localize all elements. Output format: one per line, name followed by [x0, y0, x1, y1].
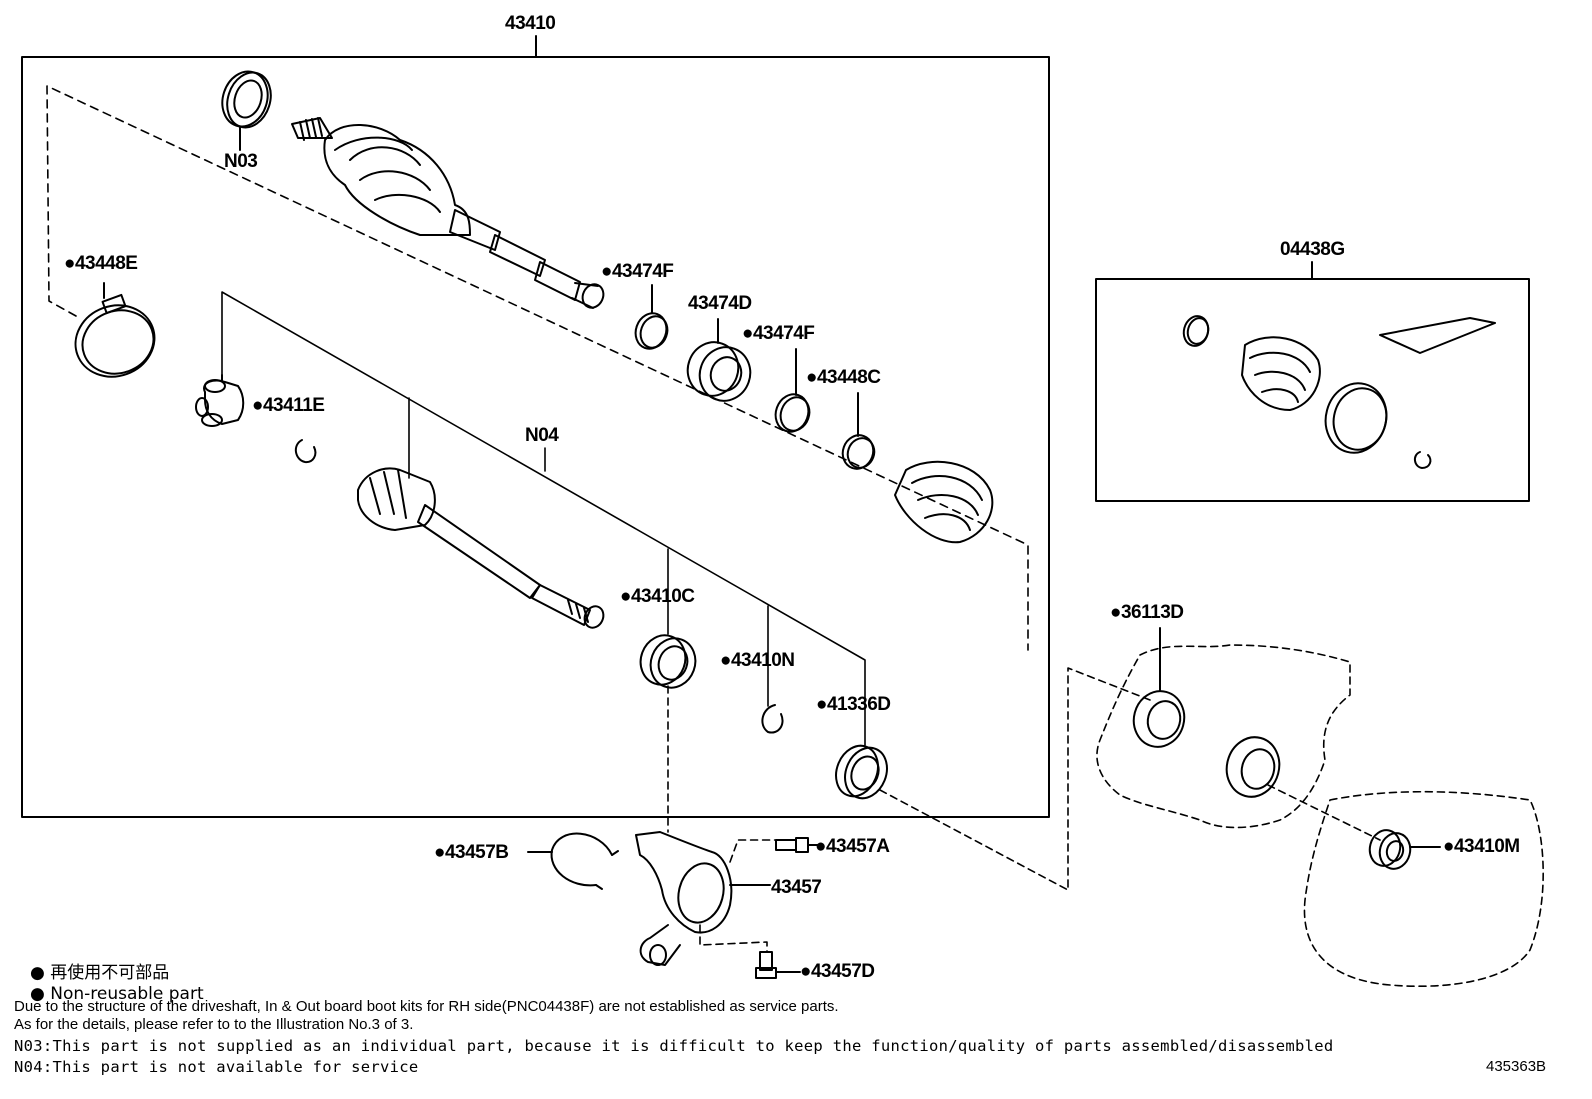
label-43410M: ●43410M: [1443, 836, 1520, 857]
label-43457: 43457: [771, 877, 822, 898]
seal-n03-shape: [221, 70, 272, 151]
inner-shaft-shape: [357, 467, 605, 629]
ring-43474F-a-shape: [634, 284, 669, 350]
connection-dashes: [667, 667, 1381, 953]
clip-43457B-shape: [527, 832, 619, 890]
bearing-43410M-shape: [1368, 829, 1441, 870]
label-43448E: ●43448E: [64, 253, 138, 274]
housing-bore-shape: [1132, 627, 1281, 798]
damper-43474D-shape: [686, 318, 752, 402]
transaxle-housing-shape: [1096, 644, 1544, 988]
label-43411E: ●43411E: [252, 395, 325, 416]
tripod-43411E-shape: [195, 374, 245, 427]
label-43410N: ●43410N: [720, 650, 795, 671]
clamp-43448E-shape: [74, 282, 156, 378]
label-43457A: ●43457A: [815, 836, 890, 857]
bolt-43457D-shape: [755, 951, 801, 979]
note-line-1: Due to the structure of the driveshaft, …: [14, 998, 839, 1015]
label-43474F-a: ●43474F: [601, 261, 674, 282]
seal-41336D-shape: [835, 744, 888, 800]
label-36113D: ●36113D: [1110, 602, 1184, 623]
snap-ring-43410N-shape: [761, 704, 784, 734]
label-43474D: 43474D: [688, 293, 752, 314]
outer-driveshaft-shape: [291, 117, 605, 309]
kit-frame-04438G: [1095, 278, 1530, 502]
note-line-2: As for the details, please refer to to t…: [14, 1016, 414, 1033]
bracket-43457-shape: [635, 831, 771, 966]
label-43457B: ●43457B: [434, 842, 509, 863]
label-N03: N03: [224, 151, 258, 172]
note-line-4: N04:This part is not available for servi…: [14, 1058, 419, 1076]
outer-shaft-dashed-envelope: [46, 85, 1029, 651]
label-41336D: ●41336D: [816, 694, 891, 715]
label-43474F-b: ●43474F: [742, 323, 815, 344]
bolt-43457A-shape: [775, 837, 821, 853]
label-43410: 43410: [505, 13, 556, 34]
legend-japanese: ● 再使用不可部品: [30, 963, 170, 983]
legend-non-reusable: ● Non-reusable part: [30, 984, 204, 1004]
clamp-43448C-shape: [841, 392, 876, 470]
label-43410C: ●43410C: [620, 586, 695, 607]
label-N04: N04: [525, 425, 559, 446]
snap-ring-shape: [294, 439, 317, 464]
ring-43474F-b-shape: [774, 348, 811, 433]
bearing-43410C-shape: [639, 634, 697, 689]
boot-shape: [894, 460, 994, 544]
label-04438G: 04438G: [1280, 239, 1345, 260]
note-line-3: N03:This part is not supplied as an indi…: [14, 1037, 1334, 1055]
illustration-id: 435363B: [1486, 1058, 1547, 1075]
label-43457D: ●43457D: [800, 961, 875, 982]
label-43448C: ●43448C: [806, 367, 881, 388]
kit-contents-shape: [1182, 315, 1496, 469]
n04-group-bracket: [221, 291, 866, 746]
